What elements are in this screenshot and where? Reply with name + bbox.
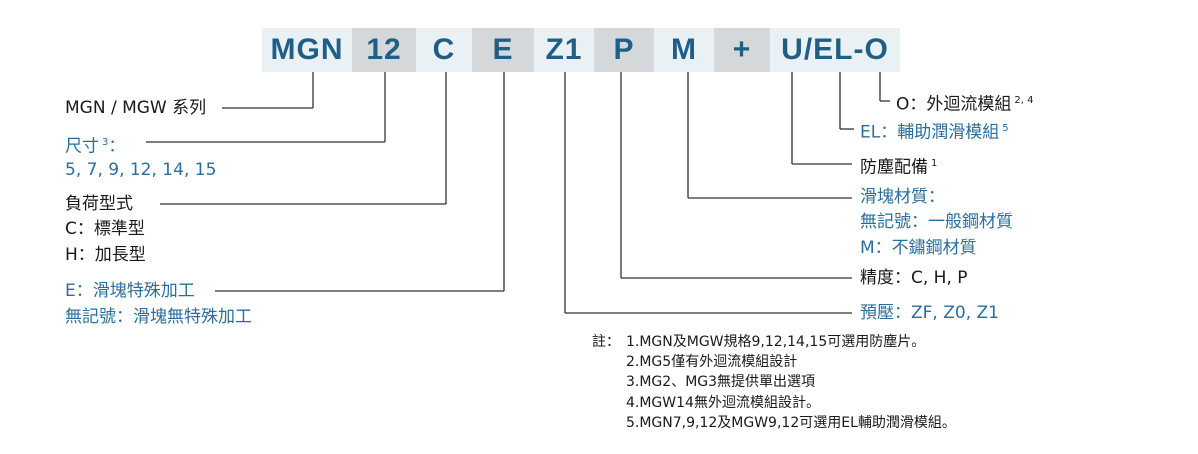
code-segment-precision: P <box>594 28 654 72</box>
label-dust-sup: 1 <box>931 158 938 169</box>
code-segment-load: C <box>416 28 472 72</box>
code-segment-block: E <box>472 28 534 72</box>
note-item-3: 3.MG2、MG3無提供單出選項 <box>626 374 816 390</box>
label-option-el-sup: 5 <box>1002 123 1009 134</box>
label-load-h: H：加長型 <box>65 245 146 265</box>
label-material-title: 滑塊材質： <box>860 187 945 207</box>
label-load-title: 負荷型式 <box>65 194 133 214</box>
label-size-sup: 3 <box>102 137 109 148</box>
code-segment-options: U/EL-O <box>770 28 900 72</box>
note-item-4: 4.MGW14無外迴流模組設計。 <box>626 395 820 411</box>
label-material-m: M：不鏽鋼材質 <box>860 238 977 258</box>
label-load-c: C：標準型 <box>65 219 145 239</box>
label-size-colon: ： <box>108 136 126 157</box>
label-size-values: 5, 7, 9, 12, 14, 15 <box>65 160 217 180</box>
label-option-el-text: EL：輔助潤滑模組 <box>860 122 1000 143</box>
label-dust-text: 防塵配備 <box>860 157 928 178</box>
label-precision: 精度：C, H, P <box>860 268 968 288</box>
note-item-5: 5.MGN7,9,12及MGW9,12可選用EL輔助潤滑模組。 <box>626 415 956 431</box>
label-preload: 預壓：ZF, Z0, Z1 <box>860 303 999 323</box>
code-segment-plus: + <box>714 28 770 72</box>
code-segment-size: 12 <box>352 28 416 72</box>
code-segment-material: M <box>654 28 714 72</box>
label-option-o-text: O：外迴流模組 <box>896 94 1012 115</box>
label-option-o-sup: 2, 4 <box>1014 95 1034 106</box>
note-item-1: 1.MGN及MGW規格9,12,14,15可選用防塵片。 <box>626 334 926 350</box>
code-segment-preload: Z1 <box>534 28 594 72</box>
label-material-none: 無記號：一般鋼材質 <box>860 212 1013 232</box>
label-size-title: 尺寸 <box>65 136 99 157</box>
code-segment-series: MGN <box>262 28 352 72</box>
label-block-none: 無記號：滑塊無特殊加工 <box>65 307 252 327</box>
notes-prefix: 註： <box>592 334 620 350</box>
label-block-e: E：滑塊特殊加工 <box>65 281 195 301</box>
note-item-2: 2.MG5僅有外迴流模組設計 <box>626 354 798 370</box>
label-series: MGN / MGW 系列 <box>65 98 207 118</box>
